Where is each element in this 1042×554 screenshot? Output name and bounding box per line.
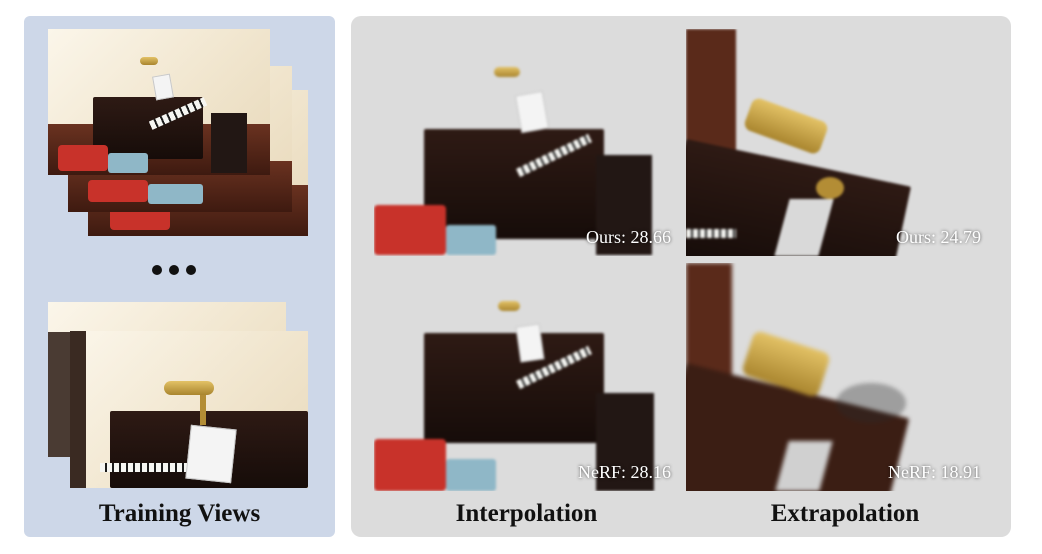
ours-extrapolation-score: Ours: 24.79 bbox=[896, 227, 981, 247]
ours-interpolation-score: Ours: 28.66 bbox=[586, 227, 671, 247]
more-views-ellipsis bbox=[152, 265, 196, 275]
ours-extrapolation-image: Ours: 24.79 bbox=[686, 29, 989, 256]
nerf-extrapolation-image: NeRF: 18.91 bbox=[686, 263, 989, 491]
training-views-caption: Training Views bbox=[98, 500, 261, 527]
training-view-closeup bbox=[70, 331, 308, 488]
training-view-main bbox=[48, 29, 270, 175]
nerf-interpolation-score: NeRF: 28.16 bbox=[577, 462, 671, 482]
extrapolation-caption: Extrapolation bbox=[770, 500, 920, 527]
nerf-extrapolation-score: NeRF: 18.91 bbox=[887, 462, 981, 482]
nerf-interpolation-image: NeRF: 28.16 bbox=[374, 263, 679, 491]
interpolation-caption: Interpolation bbox=[455, 500, 598, 527]
ours-interpolation-image: Ours: 28.66 bbox=[374, 29, 679, 256]
